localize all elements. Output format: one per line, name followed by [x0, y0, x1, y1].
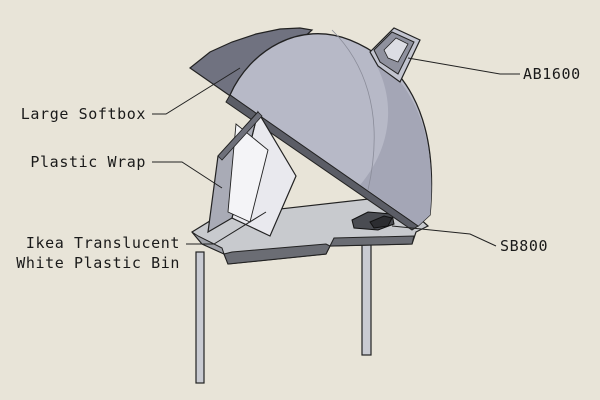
table-side-edge — [191, 231, 225, 255]
leader-lines — [152, 57, 520, 247]
leader-sb800 — [391, 225, 497, 247]
leader-plastic-wrap — [152, 161, 223, 189]
table-leg-right — [361, 239, 372, 356]
large-softbox — [188, 27, 433, 231]
label-large-softbox: Large Softbox — [20, 105, 146, 123]
bin-top-edge — [217, 111, 263, 161]
label-ikea-bin-line2: White Plastic Bin — [16, 254, 180, 272]
ab1600-strobe — [369, 27, 421, 83]
softbox-underside — [225, 94, 419, 231]
label-ikea-bin-line1: Ikea Translucent — [25, 234, 180, 252]
label-ab1600: AB1600 — [523, 65, 581, 83]
leader-ikea-bin — [186, 211, 267, 245]
leader-large-softbox — [152, 67, 241, 115]
leader-ab1600 — [407, 57, 520, 75]
sb800-head — [369, 215, 393, 229]
table-front-edge-right — [329, 235, 415, 247]
sb800-flash — [351, 211, 395, 231]
table-legs — [195, 239, 372, 384]
ikea-translucent-bin — [207, 110, 297, 237]
label-sb800: SB800 — [500, 237, 549, 255]
table-leg-left — [195, 251, 205, 384]
label-plastic-wrap: Plastic Wrap — [30, 153, 146, 171]
ab1600-inner — [383, 37, 409, 63]
softbox-seam — [331, 29, 375, 191]
softbox-dome-shade — [360, 54, 432, 226]
